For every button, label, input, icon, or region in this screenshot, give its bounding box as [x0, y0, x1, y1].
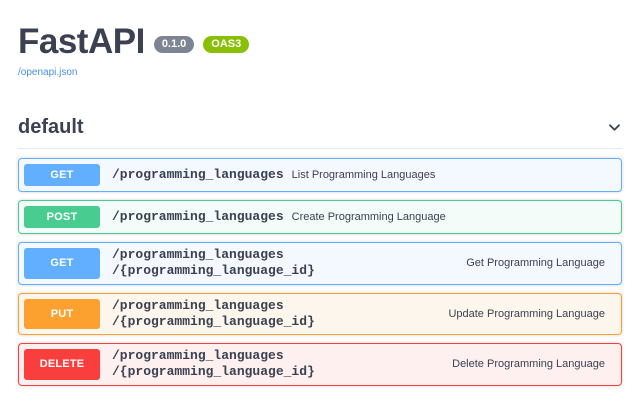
operation-summary: Create Programming Language: [291, 210, 446, 223]
tag-section-default: default GET/programming_languages List Pr…: [18, 116, 622, 386]
operations-list: GET/programming_languages List Programmin…: [18, 158, 622, 386]
page-title: FastAPI: [18, 22, 145, 61]
chevron-down-icon[interactable]: [606, 120, 622, 136]
operation-row[interactable]: POST/programming_languages Create Program…: [18, 200, 622, 234]
swagger-ui-page: FastAPI 0.1.0 OAS3 /openapi.json default…: [18, 0, 622, 386]
version-badge: 0.1.0: [153, 36, 195, 53]
operation-row[interactable]: GET/programming_languages /{programming_…: [18, 242, 622, 285]
operation-row[interactable]: PUT/programming_languages /{programming_…: [18, 292, 622, 335]
http-method-badge: DELETE: [24, 349, 100, 380]
http-method-badge: POST: [24, 206, 100, 228]
operation-path: /programming_languages: [112, 208, 284, 224]
operation-summary: Update Programming Language: [448, 307, 605, 320]
operation-body: /programming_languages Create Programming…: [100, 201, 621, 233]
operation-path: /programming_languages /{programming_lan…: [112, 297, 315, 329]
operation-row[interactable]: DELETE/programming_languages /{programmi…: [18, 343, 622, 386]
operation-row[interactable]: GET/programming_languages List Programmin…: [18, 158, 622, 192]
operation-body: /programming_languages /{programming_lan…: [100, 294, 621, 335]
tag-name: default: [18, 116, 84, 138]
http-method-badge: GET: [24, 164, 100, 186]
operation-summary: Get Programming Language: [466, 257, 605, 270]
operation-path: /programming_languages /{programming_lan…: [112, 348, 315, 380]
http-method-badge: PUT: [24, 298, 100, 329]
operation-body: /programming_languages /{programming_lan…: [100, 344, 621, 385]
openapi-spec-link[interactable]: /openapi.json: [18, 67, 78, 78]
tag-header[interactable]: default: [18, 116, 622, 149]
operation-path: /programming_languages: [112, 166, 284, 182]
operation-path: /programming_languages /{programming_lan…: [112, 247, 315, 279]
operation-body: /programming_languages List Programming L…: [100, 159, 621, 191]
operation-body: /programming_languages /{programming_lan…: [100, 243, 621, 284]
api-title-row: FastAPI 0.1.0 OAS3: [18, 24, 622, 59]
operation-summary: Delete Programming Language: [452, 358, 605, 371]
operation-summary: List Programming Languages: [291, 168, 436, 181]
http-method-badge: GET: [24, 248, 100, 279]
oas-version-badge: OAS3: [203, 36, 250, 53]
api-info-block: FastAPI 0.1.0 OAS3 /openapi.json: [18, 0, 622, 78]
